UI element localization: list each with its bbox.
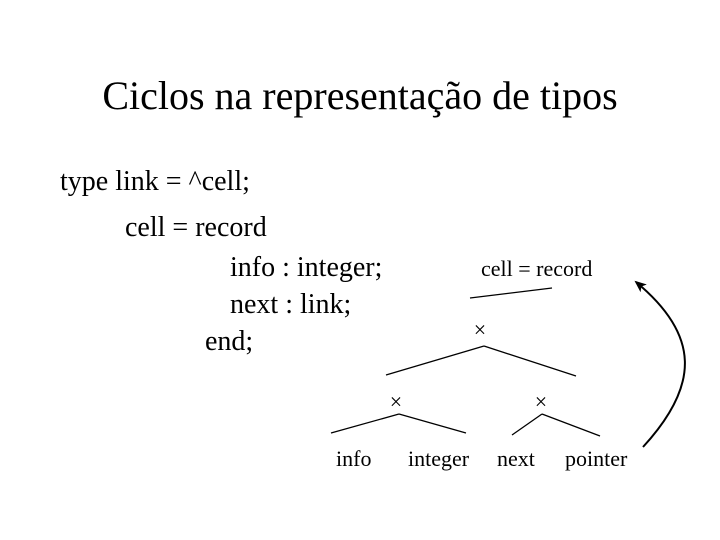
code-line-cell-record: cell = record	[125, 212, 267, 243]
record-branch-left	[385, 345, 485, 376]
code-line-type-link: type link = ^cell;	[60, 166, 250, 197]
tree-root-label: cell = record	[481, 256, 592, 281]
pointer-cycle-arrow	[634, 280, 686, 448]
next-branch-left	[511, 413, 543, 436]
next-branch-right	[541, 413, 601, 437]
info-branch-left	[330, 413, 400, 434]
root-underline	[469, 287, 553, 299]
leaf-integer: integer	[408, 446, 470, 471]
record-node-marker: ×	[474, 317, 486, 342]
leaf-info: info	[336, 446, 371, 471]
leaf-next: next	[497, 446, 535, 471]
record-branch-right	[483, 345, 577, 377]
slide-title: Ciclos na representação de tipos	[102, 73, 618, 118]
code-line-end: end;	[205, 326, 254, 357]
code-line-info: info : integer;	[230, 252, 383, 283]
field-next-node-marker: ×	[535, 389, 547, 414]
code-line-next: next : link;	[230, 289, 352, 320]
field-info-node-marker: ×	[390, 389, 402, 414]
info-branch-right	[398, 413, 467, 434]
leaf-pointer: pointer	[565, 446, 628, 471]
